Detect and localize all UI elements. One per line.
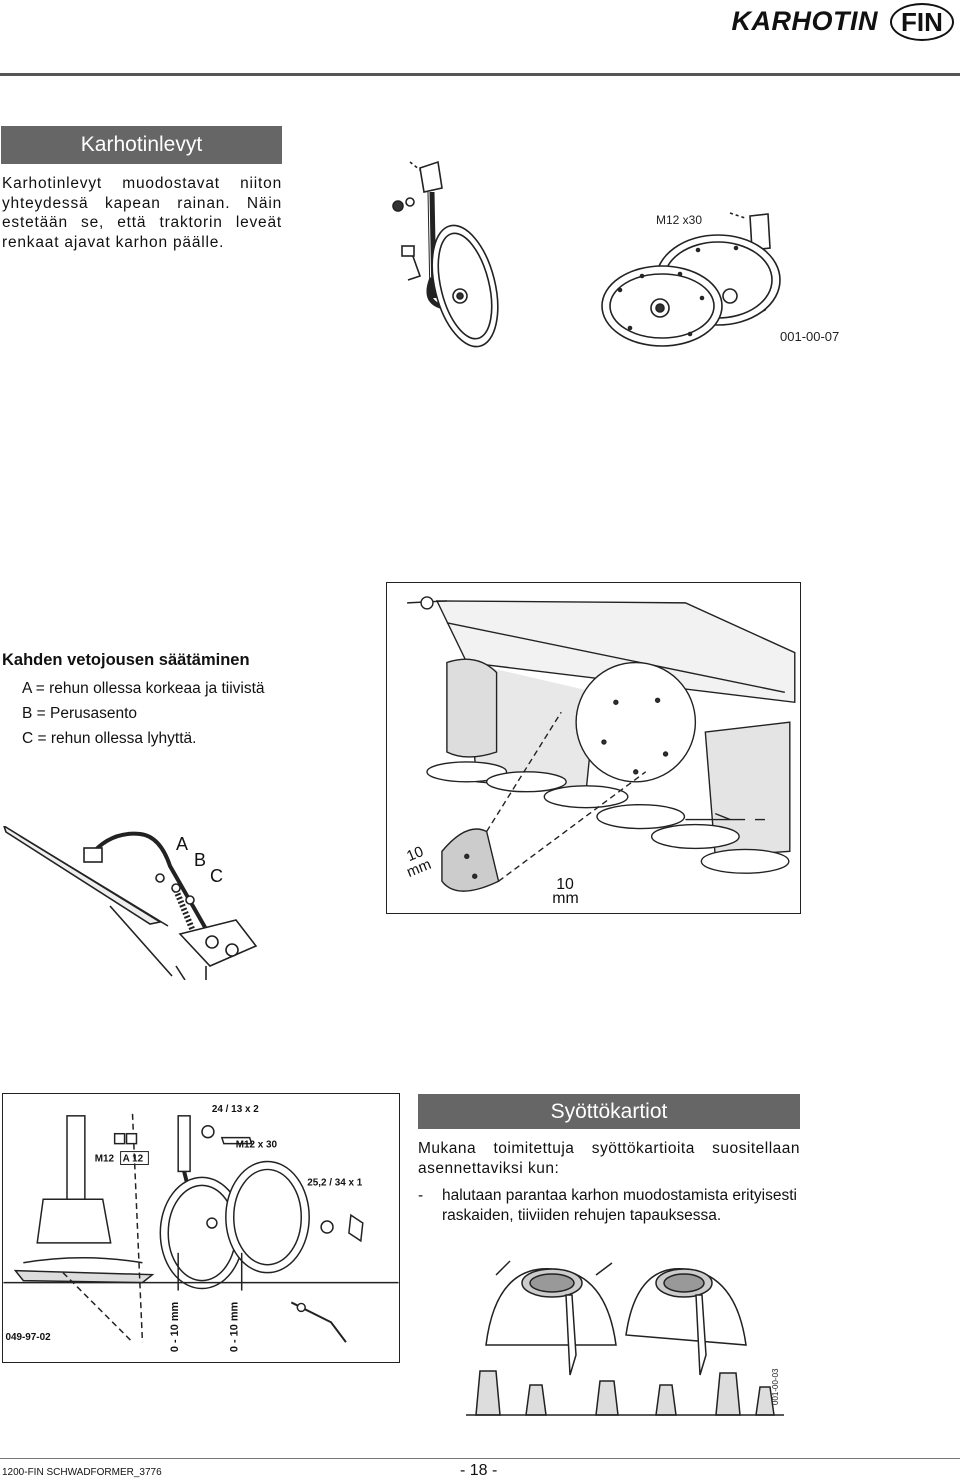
fig4-washer: 25,2 / 34 x 1	[307, 1177, 363, 1188]
fig4-range-1: 0 - 10 mm	[169, 1301, 181, 1352]
language-badge: FIN	[890, 3, 954, 41]
bullet-dash: -	[418, 1187, 424, 1204]
fig4-range-2: 0 - 10 mm	[229, 1301, 241, 1352]
figure3-detail-dim-number: 10	[405, 844, 426, 865]
figure1-bolt-label: M12 x30	[656, 213, 702, 227]
header-divider	[0, 73, 960, 76]
bullet-text: halutaan parantaa karhon muodostamista e…	[442, 1187, 797, 1224]
adjust-line-b: B = Perusasento	[22, 705, 138, 722]
footer-doc-id: 1200-FIN SCHWADFORMER_3776	[2, 1467, 162, 1478]
header-title: KARHOTIN	[731, 6, 878, 36]
figure3-dim-number: 10	[556, 876, 574, 893]
section1-paragraph: Karhotinlevyt muodostavat niiton yhteyde…	[2, 175, 282, 251]
section-heading-karhotinlevyt: Karhotinlevyt	[1, 126, 282, 164]
figure-assembly-detail: 24 / 13 x 2 M12 A 12 M12 x 30 25,2 / 34 …	[2, 1093, 400, 1363]
figure1-code: 001-00-07	[780, 329, 839, 344]
adjust-line-a: A = rehun ollessa korkeaa ja tiivistä	[22, 680, 265, 697]
figure-spring-adjustment: A B C	[3, 826, 258, 980]
footer-divider	[0, 1458, 960, 1459]
figure-feed-cones: 001-00-03	[466, 1260, 784, 1416]
fig4-m12: M12	[95, 1153, 115, 1164]
section-heading-syottokartiot: Syöttökartiot	[418, 1094, 800, 1129]
figure-mower-discs: 10 mm 10 mm	[386, 582, 801, 914]
fig4-a12: A 12	[123, 1153, 144, 1164]
label-a: A	[176, 834, 188, 854]
figure3-dim-unit: mm	[552, 890, 578, 907]
fig4-m12x30: M12 x 30	[236, 1140, 278, 1151]
section3-bullet: - halutaan parantaa karhon muodostamista…	[418, 1186, 800, 1226]
section3-paragraph: Mukana toimitettuja syöttökartioita suos…	[418, 1140, 800, 1177]
fig4-code: 049-97-02	[5, 1332, 51, 1343]
adjust-line-c: C = rehun ollessa lyhyttä.	[22, 730, 197, 747]
fig4-bolt-top: 24 / 13 x 2	[212, 1104, 259, 1115]
figure-swath-discs: M12 x30 001-00-07	[392, 160, 839, 348]
label-b: B	[194, 850, 206, 870]
figure5-code: 001-00-03	[771, 1368, 780, 1405]
page-number: - 18 -	[460, 1462, 498, 1479]
label-c: C	[210, 866, 223, 886]
section-heading-vetojousen: Kahden vetojousen säätäminen	[2, 651, 250, 669]
